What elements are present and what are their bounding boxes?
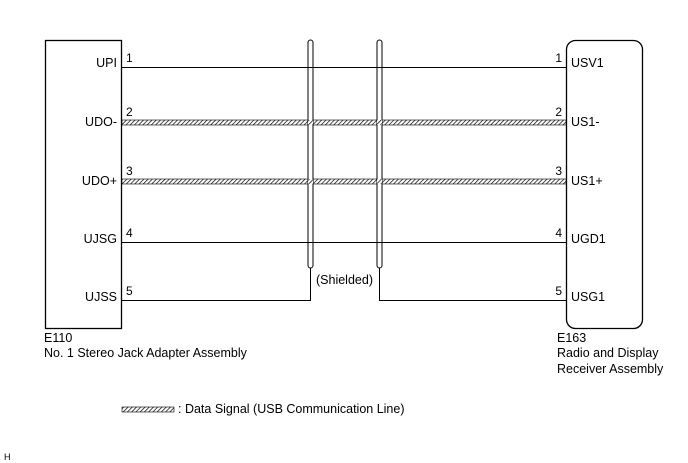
left-component-box xyxy=(44,39,123,330)
left-pin-5-name: UJSS xyxy=(85,290,117,304)
left-connector-code: E110 xyxy=(44,331,72,345)
right-pin-2-number: 2 xyxy=(555,105,562,119)
right-component-name-line1: Radio and Display xyxy=(557,346,659,360)
wire-3-through-shield xyxy=(377,179,382,184)
right-component-name-line2: Receiver Assembly xyxy=(557,362,664,376)
right-connector-code: E163 xyxy=(557,331,586,345)
shield-tube-right xyxy=(376,39,383,269)
left-pin-2-number: 2 xyxy=(126,105,133,119)
right-pin-3-name: US1+ xyxy=(571,174,603,188)
wire-5-left xyxy=(122,268,311,301)
left-component-name: No. 1 Stereo Jack Adapter Assembly xyxy=(44,346,248,360)
left-pin-3-number: 3 xyxy=(126,164,133,178)
left-pin-4-name: UJSG xyxy=(84,232,117,246)
right-pin-3-number: 3 xyxy=(555,164,562,178)
legend-data-signal-swatch xyxy=(121,406,175,413)
left-pin-3-name: UDO+ xyxy=(82,174,117,188)
left-pin-2-name: UDO- xyxy=(85,115,117,129)
wire-5-right xyxy=(379,268,566,301)
right-pin-4-number: 4 xyxy=(555,226,562,240)
right-pin-1-name: USV1 xyxy=(571,56,604,70)
left-pin-1-name: UPI xyxy=(96,56,117,70)
left-pin-1-number: 1 xyxy=(126,51,133,65)
corner-mark: H xyxy=(4,452,11,462)
shield-label: (Shielded) xyxy=(316,273,373,287)
wire-2-data-signal xyxy=(121,119,567,126)
right-pin-5-name: USG1 xyxy=(571,290,605,304)
right-pin-5-number: 5 xyxy=(555,284,562,298)
left-pin-5-number: 5 xyxy=(126,284,133,298)
shield-tube-left xyxy=(307,39,314,269)
legend-text: : Data Signal (USB Communication Line) xyxy=(178,402,405,416)
wire-2-through-shield xyxy=(308,120,313,125)
right-component-box xyxy=(565,39,644,330)
left-pin-4-number: 4 xyxy=(126,226,133,240)
wire-3-through-shield xyxy=(308,179,313,184)
right-pin-1-number: 1 xyxy=(555,51,562,65)
wire-3-data-signal xyxy=(121,178,567,185)
right-pin-4-name: UGD1 xyxy=(571,232,606,246)
right-pin-2-name: US1- xyxy=(571,115,599,129)
wire-2-through-shield xyxy=(377,120,382,125)
